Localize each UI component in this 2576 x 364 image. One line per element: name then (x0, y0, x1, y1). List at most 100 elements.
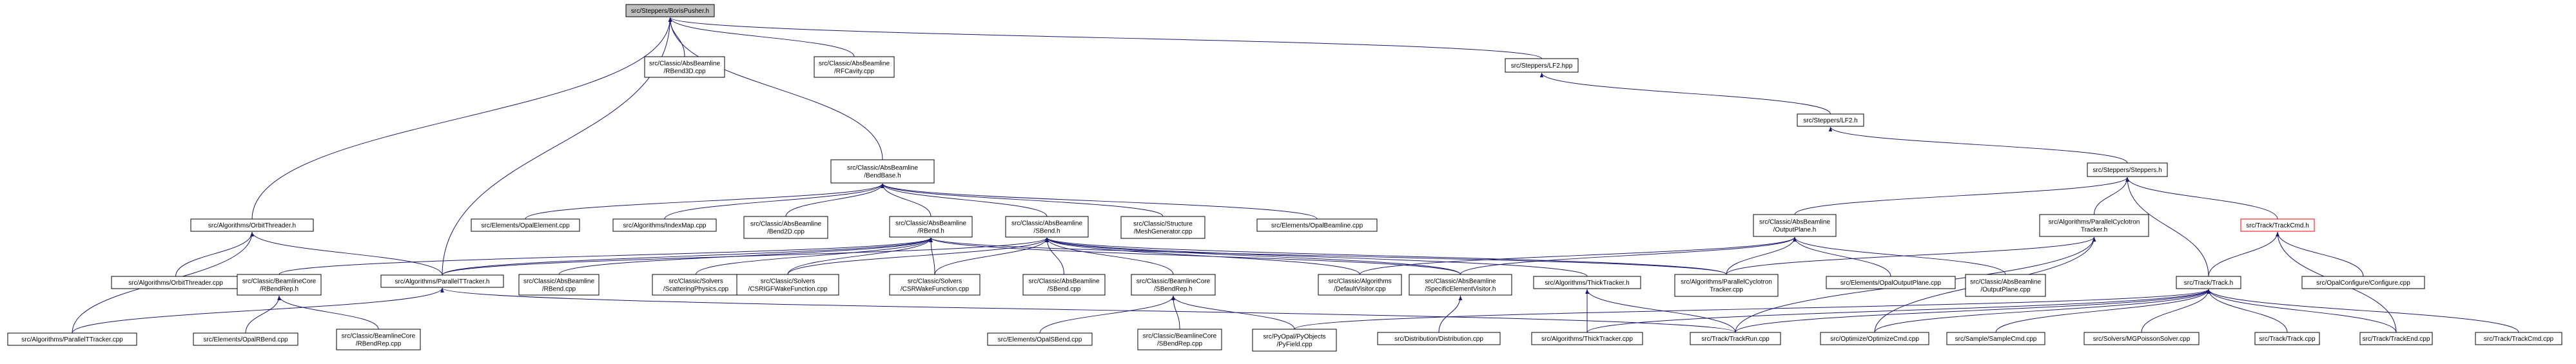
node-rbend_cpp[interactable]: src/Classic/AbsBeamline/RBend.cpp (518, 274, 600, 296)
node-label: src/Algorithms/ParallelTTracker.h (395, 278, 490, 285)
node-opalconfigure[interactable]: src/OpalConfigure/Configure.cpp (2301, 276, 2425, 289)
node-ptt_cpp[interactable]: src/Algorithms/ParallelTTracker.cpp (7, 332, 137, 346)
node-outputplane_cpp[interactable]: src/Classic/AbsBeamline/OutputPlane.cpp (1965, 274, 2046, 297)
node-trackrun[interactable]: src/Track/TrackRun.cpp (1690, 332, 1781, 345)
edge-steppers_h-to-pct_h (2094, 177, 2129, 215)
node-box (889, 216, 973, 238)
node-label: /CSRIGFWakeFunction.cpp (748, 286, 827, 293)
node-defaultvisitor[interactable]: src/Classic/Algorithms/DefaultVisitor.cp… (1318, 274, 1402, 296)
node-label: Tracker.h (2081, 227, 2107, 234)
node-distribution[interactable]: src/Distribution/Distribution.cpp (1377, 332, 1501, 345)
node-label: src/Optimize/OptimizeCmd.cpp (1830, 336, 1919, 343)
node-sbend_h[interactable]: src/Classic/AbsBeamline/SBend.h (1005, 216, 1089, 238)
edge-root-to-bendbase (668, 17, 883, 160)
node-label: src/Track/TrackCmd.cpp (2484, 336, 2554, 343)
node-label: /SBendRep.h (1154, 286, 1193, 293)
edge-bcsbendrep_h-to-pyfield (1171, 295, 1295, 330)
node-orbit_cpp[interactable]: src/Algorithms/OrbitThreader.cpp (111, 276, 240, 289)
node-ptt_h[interactable]: src/Algorithms/ParallelTTracker.h (380, 274, 504, 288)
edge-rbend_h-to-bcrbendrep_h (278, 237, 933, 275)
node-box (612, 218, 717, 232)
node-label: src/PyOpal/PyObjects (1263, 334, 1325, 341)
node-track_cpp[interactable]: src/Track/Track.cpp (2254, 332, 2320, 345)
node-rbend_h[interactable]: src/Classic/AbsBeamline/RBend.h (889, 216, 973, 238)
node-sev_h[interactable]: src/Classic/AbsBeamline/SpecificElementV… (1409, 274, 1512, 296)
node-thick_h[interactable]: src/Algorithms/ThickTracker.h (1533, 276, 1641, 289)
node-bend2d_cpp[interactable]: src/Classic/AbsBeamline/Bend2D.cpp (743, 216, 828, 239)
node-bcsbendrep_h[interactable]: src/Classic/BeamlineCore/SBendRep.h (1131, 274, 1216, 296)
node-track_h[interactable]: src/Track/Track.h (2176, 276, 2241, 289)
node-box (1256, 218, 1378, 232)
edge-lf2_h-to-steppers_h (1828, 126, 2128, 164)
node-label: src/Classic/AbsBeamline (1970, 279, 2041, 286)
node-opalsbend[interactable]: src/Elements/OpalSBend.cpp (987, 332, 1093, 346)
node-opalelement[interactable]: src/Elements/OpalElement.cpp (471, 218, 580, 232)
node-pyfield[interactable]: src/PyOpal/PyObjects/PyField.cpp (1252, 329, 1337, 352)
edge-bcsbendrep_h-to-opalsbend (1039, 295, 1175, 334)
node-label: /BendBase.h (864, 173, 901, 180)
node-label: src/Solvers/MGPoissonSolver.cpp (2093, 336, 2191, 343)
node-box (336, 329, 421, 350)
edge-bendbase-to-bend2d_cpp (785, 183, 884, 217)
node-thick_cpp[interactable]: src/Algorithms/ThickTracker.cpp (1531, 332, 1643, 345)
node-sample[interactable]: src/Sample/SampleCmd.cpp (1946, 332, 2045, 345)
node-bendbase[interactable]: src/Classic/AbsBeamline/BendBase.h (830, 159, 935, 184)
node-pct_cpp[interactable]: src/Algorithms/ParallelCyclotronTracker.… (1674, 274, 1779, 297)
node-box (2039, 214, 2149, 237)
node-box (1409, 274, 1512, 296)
node-label: src/Algorithms/ThickTracker.cpp (1541, 336, 1633, 343)
node-label: src/Classic/Solvers (761, 278, 815, 285)
node-rbend3d_cpp[interactable]: src/Classic/AbsBeamline/RBend3D.cpp (644, 56, 725, 78)
node-label: src/Classic/BeamlineCore (242, 278, 317, 285)
edge-bendbase-to-meshgen (881, 183, 1164, 217)
node-indexmap[interactable]: src/Algorithms/IndexMap.cpp (612, 218, 717, 232)
node-box (2301, 276, 2425, 289)
node-bcrbendrep_cpp[interactable]: src/Classic/BeamlineCore/RBendRep.cpp (336, 329, 421, 350)
node-mgpoisson[interactable]: src/Solvers/MGPoissonSolver.cpp (2083, 332, 2200, 345)
node-root[interactable]: src/Steppers/BorisPusher.h (625, 4, 715, 17)
node-box (1120, 216, 1205, 239)
node-box (1005, 216, 1089, 238)
edge-track_h-to-optimize (1874, 289, 2210, 333)
node-box (736, 274, 839, 296)
node-csrwake[interactable]: src/Classic/Solvers/CSRWakeFunction.cpp (889, 274, 981, 296)
edge-root-to-lf2_hpp (668, 17, 1542, 59)
node-meshgen[interactable]: src/Classic/Structure/MeshGenerator.cpp (1120, 216, 1205, 239)
node-orbit_h[interactable]: src/Algorithms/OrbitThreader.h (190, 218, 314, 232)
node-box (652, 274, 740, 296)
node-trackend[interactable]: src/Track/TrackEnd.cpp (2359, 332, 2433, 345)
node-label: src/Classic/Solvers (908, 278, 962, 285)
node-outputplane_h[interactable]: src/Classic/AbsBeamline/OutputPlane.h (1753, 214, 1837, 237)
node-label: src/Track/Track.h (2184, 280, 2233, 287)
node-box (2254, 332, 2320, 345)
node-rfcavity_cpp[interactable]: src/Classic/AbsBeamline/RFCavity.cpp (814, 56, 895, 78)
edge-sbend_h-to-pct_cpp (1045, 237, 1727, 275)
node-box (190, 218, 314, 232)
node-box (1131, 274, 1216, 296)
node-bcsbendrep_cpp[interactable]: src/Classic/BeamlineCore/SBendRep.cpp (1137, 329, 1222, 350)
node-opalrbend[interactable]: src/Elements/OpalRBend.cpp (193, 332, 298, 346)
node-opalbeamline[interactable]: src/Elements/OpalBeamline.cpp (1256, 218, 1378, 232)
node-label: src/Algorithms/ThickTracker.h (1545, 280, 1629, 287)
node-opaloutputplane[interactable]: src/Elements/OpalOutputPlane.cpp (1826, 276, 1956, 289)
node-trackcmd_h[interactable]: src/Track/TrackCmd.h (2240, 218, 2315, 232)
node-steppers_h[interactable]: src/Steppers/Steppers.h (2087, 162, 2168, 177)
edge-outputplane_h-to-defaultvisitor (1360, 236, 1797, 275)
node-sbend_cpp[interactable]: src/Classic/AbsBeamline/SBend.cpp (1022, 274, 1106, 296)
node-scattering[interactable]: src/Classic/Solvers/ScatteringPhysics.cp… (652, 274, 740, 296)
node-lf2_hpp[interactable]: src/Steppers/LF2.hpp (1505, 58, 1579, 73)
node-label: src/Elements/OpalSBend.cpp (998, 336, 1082, 343)
node-pct_h[interactable]: src/Algorithms/ParallelCyclotronTracker.… (2039, 214, 2149, 237)
node-csrigf[interactable]: src/Classic/Solvers/CSRIGFWakeFunction.c… (736, 274, 839, 296)
node-lf2_h[interactable]: src/Steppers/LF2.h (1797, 113, 1864, 127)
node-label: src/Classic/Solvers (668, 278, 723, 285)
node-box (814, 56, 895, 78)
node-optimize[interactable]: src/Optimize/OptimizeCmd.cpp (1820, 332, 1929, 345)
node-bcrbendrep_h[interactable]: src/Classic/BeamlineCore/RBendRep.h (237, 274, 322, 296)
edge-track_h-to-thick_cpp (1586, 289, 2210, 333)
node-box (2176, 276, 2241, 289)
node-label: src/OpalConfigure/Configure.cpp (2316, 280, 2410, 287)
node-box (2087, 162, 2168, 177)
node-trackcmd_cpp[interactable]: src/Track/TrackCmd.cpp (2475, 332, 2562, 345)
